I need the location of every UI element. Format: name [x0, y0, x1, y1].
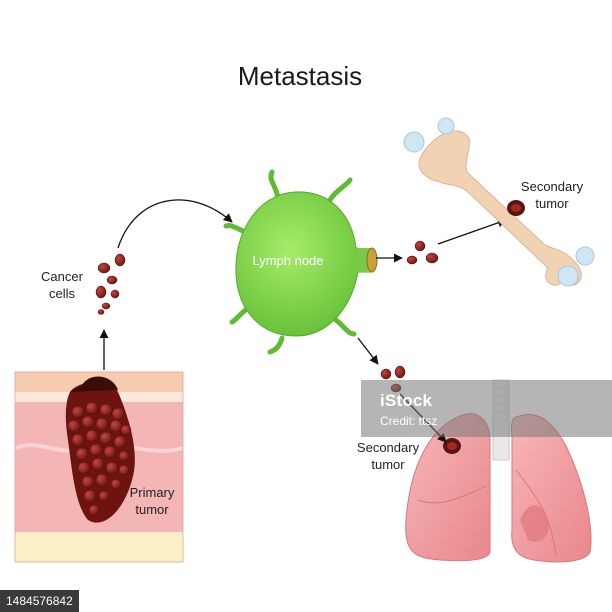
- cancer-cells-label-line2: cells: [49, 286, 76, 301]
- watermark-image-id: 1484576842: [0, 590, 79, 612]
- secondary-tumor-bone-label-line1: Secondary: [521, 179, 584, 194]
- secondary-tumor-bone-label-line2: tumor: [535, 196, 569, 211]
- arrow-cells-to-bone: [437, 218, 507, 245]
- secondary-tumor-lung-label-line1: Secondary: [357, 440, 420, 455]
- cancer-cells-bone-bound: [406, 240, 439, 265]
- watermark-banner: [361, 380, 612, 437]
- bone: [403, 117, 595, 287]
- primary-tumor: [65, 376, 135, 523]
- cancer-cells-label-line1: Cancer: [41, 269, 84, 284]
- secondary-tumor-lung-label-line2: tumor: [371, 457, 405, 472]
- watermark-credit: Credit: ttsz: [380, 414, 438, 428]
- watermark-brand: iStock: [380, 391, 433, 410]
- lymph-node: [223, 169, 378, 355]
- primary-tumor-label-line2: tumor: [135, 502, 169, 517]
- arrow-lymph-to-cells-down: [357, 337, 379, 365]
- lymph-node-label: Lymph node: [252, 253, 323, 268]
- cancer-cells-cluster: [95, 253, 126, 315]
- diagram-title: Metastasis: [238, 61, 362, 91]
- primary-tumor-label-line1: Primary: [130, 485, 175, 500]
- arrow-cells-to-lymph-node: [117, 199, 233, 249]
